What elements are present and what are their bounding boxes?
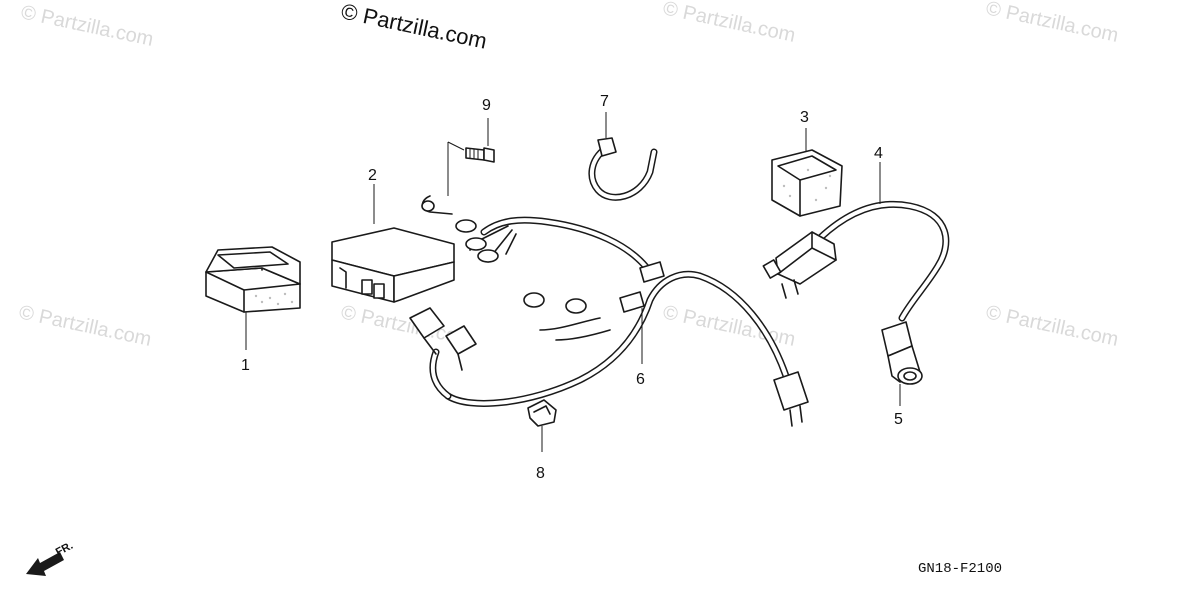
callout-8: 8 xyxy=(536,465,545,482)
callout-5: 5 xyxy=(894,411,903,428)
callout-3: 3 xyxy=(800,109,809,126)
part-3-rubber-cover xyxy=(771,149,843,217)
part-9-bolt xyxy=(465,147,495,163)
watermark-top-right: © Partzilla.com xyxy=(984,0,1120,47)
callout-4: 4 xyxy=(874,145,883,162)
part-1-rubber-mount xyxy=(205,246,301,313)
part-6-wire-harness xyxy=(409,195,809,427)
part-7-cable-band xyxy=(588,137,658,201)
part-2-control-module xyxy=(331,227,455,303)
callout-2: 2 xyxy=(368,167,377,184)
bolt-guide-line xyxy=(447,141,465,151)
watermark-mid-left: © Partzilla.com xyxy=(17,301,153,351)
watermark-layer: © Partzilla.com © Partzilla.com © Partzi… xyxy=(17,0,1120,351)
callout-9: 9 xyxy=(482,97,491,114)
diagram-code: GN18-F2100 xyxy=(918,561,1002,577)
callout-1: 1 xyxy=(241,357,250,374)
part-4-ignition-coil xyxy=(762,200,950,322)
part-8-wire-clip xyxy=(527,399,557,427)
watermark-mid-right: © Partzilla.com xyxy=(984,301,1120,351)
part-5-plug-cap xyxy=(881,321,923,385)
watermark-main: © Partzilla.com xyxy=(339,0,489,54)
watermark-top-left: © Partzilla.com xyxy=(19,1,155,51)
front-label: FR. xyxy=(54,540,75,559)
watermark-mid-center-right: © Partzilla.com xyxy=(661,301,797,351)
callout-6: 6 xyxy=(636,371,645,388)
callout-7: 7 xyxy=(600,93,609,110)
front-arrow-icon xyxy=(26,552,64,576)
watermark-top-center: © Partzilla.com xyxy=(661,0,797,47)
